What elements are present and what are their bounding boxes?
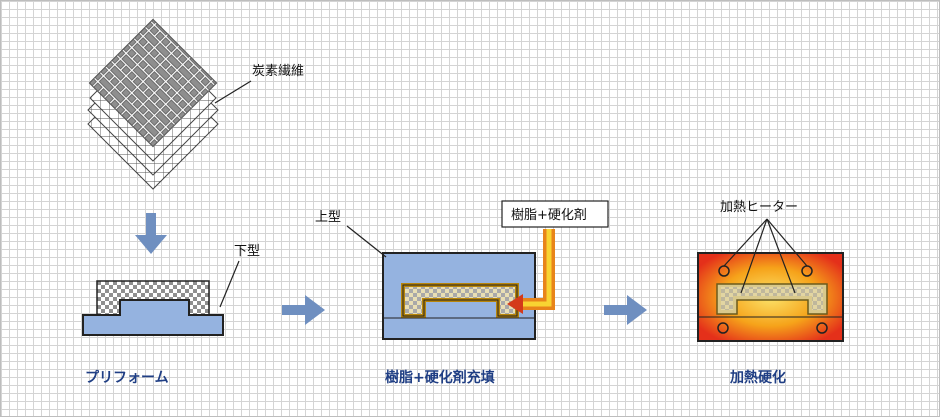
- resin-fill-assembly: [382, 229, 555, 340]
- heater-label: 加熱ヒーター: [720, 200, 798, 215]
- carbon-fiber-leader: [214, 80, 252, 104]
- upper-mold-label: 上型: [315, 210, 341, 225]
- heater-element-bottom-right: [816, 322, 828, 334]
- heater-leaders: [723, 218, 808, 294]
- carbon-fiber-stack: [87, 18, 219, 190]
- cured-preform-texture: [721, 287, 823, 310]
- filled-preform-outline: [402, 284, 518, 317]
- right-arrow-2: [604, 295, 647, 325]
- heat-cure-assembly: [697, 252, 844, 342]
- woven-fiber-layer: [88, 18, 218, 148]
- resin-hardener-label: 樹脂+硬化剤: [511, 207, 587, 223]
- right-arrow-1: [282, 295, 325, 325]
- lower-mold-leader: [219, 260, 240, 308]
- lower-mold: [82, 299, 224, 336]
- preform-assembly: [82, 280, 224, 336]
- resin-hardener-callout: 樹脂+硬化剤: [501, 200, 609, 228]
- heater-element-bottom-left: [717, 322, 729, 334]
- resin-injection-arrowhead: [507, 294, 523, 314]
- upper-mold-leader: [346, 225, 387, 258]
- resin-channel-core: [519, 229, 552, 307]
- down-arrow: [135, 213, 167, 254]
- lower-mold-label: 下型: [234, 244, 260, 259]
- preform-caption: プリフォーム: [85, 370, 169, 386]
- resin-fill-caption: 樹脂+硬化剤充填: [385, 369, 495, 386]
- heat-cure-caption: 加熱硬化: [729, 369, 786, 386]
- carbon-fiber-label: 炭素繊維: [252, 63, 304, 79]
